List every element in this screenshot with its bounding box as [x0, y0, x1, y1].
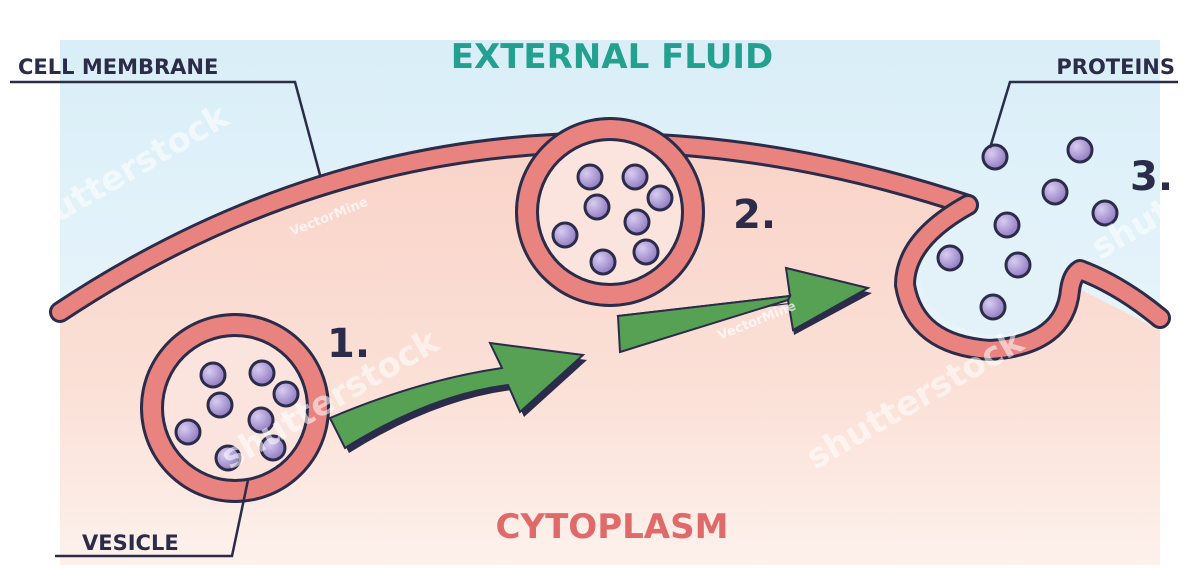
cell-membrane-label: CELL MEMBRANE — [18, 55, 218, 79]
protein — [1068, 138, 1092, 162]
step-2-label: 2. — [733, 192, 776, 238]
protein — [585, 195, 609, 219]
protein — [981, 295, 1005, 319]
protein — [938, 246, 962, 270]
protein — [1006, 253, 1030, 277]
vesicle-label: VESICLE — [82, 531, 179, 555]
protein — [591, 250, 615, 274]
protein — [578, 165, 602, 189]
vesicle-2 — [515, 117, 705, 307]
protein — [983, 145, 1007, 169]
protein — [250, 361, 274, 385]
protein — [648, 186, 672, 210]
cytoplasm-label: CYTOPLASM — [496, 507, 729, 547]
protein — [208, 393, 232, 417]
protein — [625, 210, 649, 234]
proteins-label: PROTEINS — [1056, 55, 1175, 79]
protein — [995, 213, 1019, 237]
external-fluid-label: EXTERNAL FLUID — [451, 37, 773, 77]
protein — [553, 223, 577, 247]
protein — [623, 165, 647, 189]
protein — [1043, 180, 1067, 204]
protein — [176, 420, 200, 444]
protein — [634, 240, 658, 264]
protein — [201, 363, 225, 387]
